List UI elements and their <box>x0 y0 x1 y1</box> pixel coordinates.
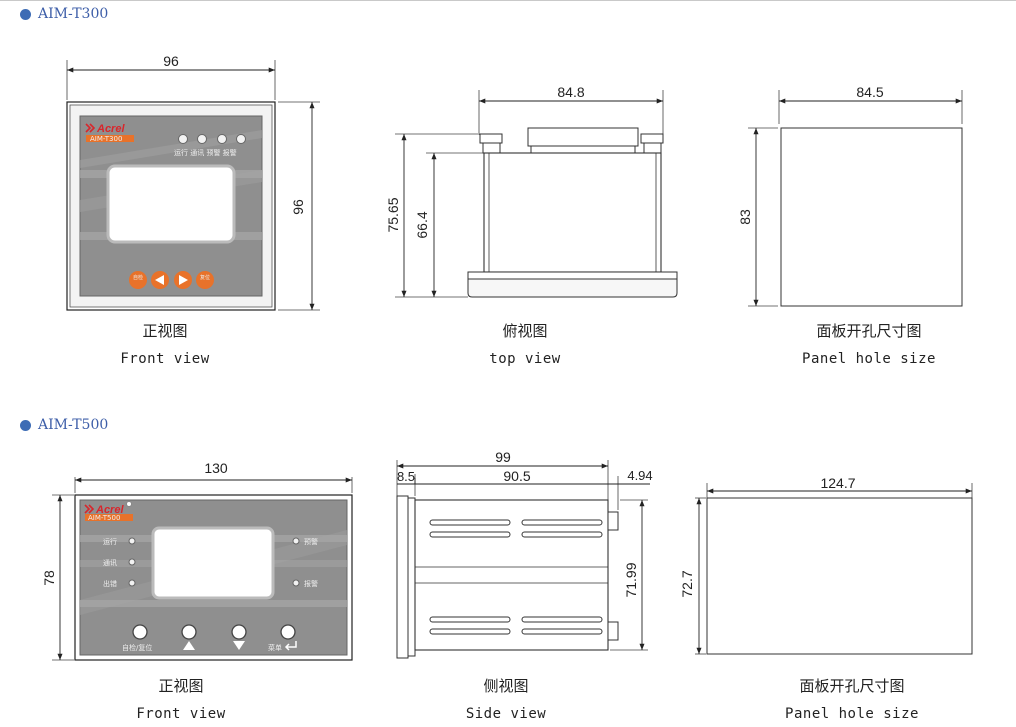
t500-side-total-label: 99 <box>495 449 511 465</box>
section-title-text: AIM-T500 <box>38 417 109 433</box>
t300-front-height-label: 96 <box>290 199 306 215</box>
t500-front-width-label: 130 <box>204 460 228 476</box>
t500-button-1-icon <box>132 624 148 640</box>
t300-model-label: AIM-T300 <box>90 135 122 143</box>
t300-btn-label-2: 复位 <box>200 274 210 281</box>
led-error-icon <box>128 579 136 587</box>
t300-top-inner-height-label: 66.4 <box>414 211 430 238</box>
down-arrow-icon <box>233 641 245 650</box>
t500-left-label-1: 运行 <box>103 537 117 546</box>
led-prealarm-icon <box>292 537 300 545</box>
enter-icon <box>284 641 297 651</box>
led-alarm-icon <box>236 134 246 144</box>
reset-button-icon <box>196 271 214 289</box>
t500-front-view: 130 78 Acrel AIM-T500 运行 通讯 出错 预警 报警 自检/… <box>41 460 353 661</box>
t500-button-2-icon <box>181 624 197 640</box>
caption-en: Panel hole size <box>785 706 919 722</box>
led-comm-icon <box>197 134 207 144</box>
t500-panel-hole: 124.7 72.7 <box>679 475 973 655</box>
t500-side-view: 99 8.5 90.5 4.94 71.99 <box>396 449 653 659</box>
t500-side-front-label: 8.5 <box>397 469 415 484</box>
t500-panel-width-label: 124.7 <box>820 475 855 491</box>
t300-panel-caption: 面板开孔尺寸图 Panel hole size <box>769 320 969 367</box>
bullet-icon <box>20 419 31 431</box>
t500-model-label: AIM-T500 <box>88 514 120 522</box>
t500-front-height-label: 78 <box>41 570 57 586</box>
acrel-logo-icon <box>85 123 96 133</box>
t300-panel-hole: 84.5 83 <box>737 84 963 307</box>
t500-display <box>151 526 275 600</box>
t500-bottom-label-1: 自检/复位 <box>122 643 152 652</box>
led-alarm-icon <box>292 579 300 587</box>
t300-top-outer-height-label: 75.65 <box>385 197 401 232</box>
t300-display <box>106 164 236 244</box>
t500-left-label-2: 通讯 <box>103 558 117 567</box>
led-run-icon <box>128 537 136 545</box>
t300-top-width-label: 84.8 <box>557 84 584 100</box>
led-prealarm-icon <box>217 134 227 144</box>
caption-en: top view <box>489 351 561 367</box>
t300-top-caption: 俯视图 top view <box>425 320 625 367</box>
t500-logo: Acrel <box>95 504 124 516</box>
caption-en: Side view <box>465 706 547 722</box>
t500-bottom-label-2: 菜单 <box>268 643 282 652</box>
t300-panel-height-label: 83 <box>737 209 753 225</box>
caption-zh: 面板开孔尺寸图 <box>816 322 922 340</box>
section-title-t300: AIM-T300 <box>20 6 108 22</box>
t500-side-rear-label: 4.94 <box>627 468 652 483</box>
t500-side-caption: 侧视图 Side view <box>406 675 606 722</box>
t300-panel-width-label: 84.5 <box>856 84 883 100</box>
section-title-t500: AIM-T500 <box>20 417 108 433</box>
t500-side-body-label: 90.5 <box>503 468 530 484</box>
t500-panel-height-label: 72.7 <box>679 570 695 597</box>
t300-front-view: 96 96 Acrel AIM-T300 运行 通讯 预警 报警 自检 <box>66 53 320 311</box>
t500-button-4-icon <box>280 624 296 640</box>
acrel-logo-icon <box>84 504 95 514</box>
caption-en: Panel hole size <box>802 351 936 367</box>
up-arrow-icon <box>183 641 195 650</box>
caption-en: Front view <box>136 706 226 722</box>
top-divider <box>0 0 1016 1</box>
caption-en: Front view <box>120 351 210 367</box>
section-title-text: AIM-T300 <box>38 6 109 22</box>
t300-front-caption: 正视图 Front view <box>65 320 265 367</box>
t500-right-label-1: 预警 <box>304 537 318 546</box>
t300-logo: Acrel <box>96 123 125 135</box>
selftest-button-icon <box>129 271 147 289</box>
t500-panel-caption: 面板开孔尺寸图 Panel hole size <box>752 675 952 722</box>
led-run-icon <box>178 134 188 144</box>
t300-top-view: 84.8 75.65 66.4 <box>385 84 678 298</box>
t500-right-label-2: 报警 <box>304 579 318 588</box>
caption-zh: 正视图 <box>142 322 188 340</box>
t500-front-caption: 正视图 Front view <box>81 675 281 722</box>
t300-front-width-label: 96 <box>163 53 179 69</box>
caption-zh: 侧视图 <box>483 677 529 695</box>
t500-left-label-3: 出错 <box>103 579 117 588</box>
t300-indicator-labels: 运行 通讯 预警 报警 <box>174 148 237 157</box>
t500-button-3-icon <box>231 624 247 640</box>
bullet-icon <box>20 8 31 20</box>
caption-zh: 俯视图 <box>502 322 548 340</box>
t500-side-height-label: 71.99 <box>623 562 639 597</box>
caption-zh: 面板开孔尺寸图 <box>799 677 905 695</box>
caption-zh: 正视图 <box>158 677 204 695</box>
t300-btn-label-1: 自检 <box>133 274 143 281</box>
led-comm-icon <box>128 558 136 566</box>
